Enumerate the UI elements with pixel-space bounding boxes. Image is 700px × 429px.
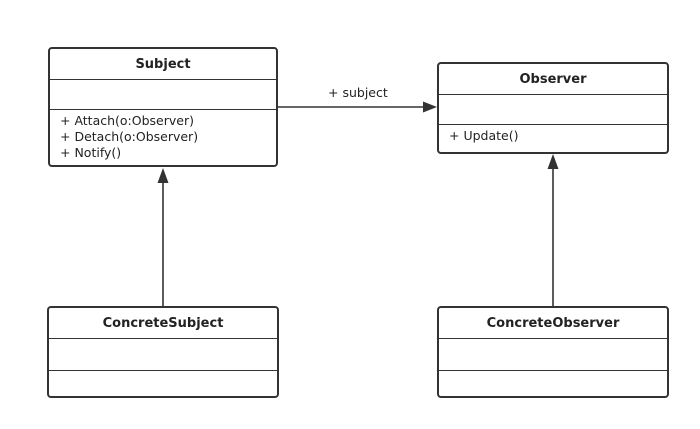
class-concrete-observer[interactable]: ConcreteObserver (437, 306, 669, 398)
inheritance-arrowhead-subject-icon (157, 168, 169, 183)
attributes-compartment (49, 339, 277, 371)
operation-attach: + Attach(o:Observer) (60, 113, 194, 128)
operations-compartment: + Update() (439, 125, 667, 152)
class-subject[interactable]: Subject + Attach(o:Observer) + Detach(o:… (48, 47, 278, 167)
association-arrowhead-icon (423, 101, 437, 113)
class-name: ConcreteSubject (49, 308, 277, 339)
inheritance-arrowhead-observer-icon (547, 154, 559, 169)
operation-notify: + Notify() (60, 145, 122, 160)
association-label: + subject (328, 85, 388, 100)
attributes-compartment (50, 80, 276, 110)
class-name: Observer (439, 64, 667, 95)
class-name: Subject (50, 49, 276, 80)
class-name: ConcreteObserver (439, 308, 667, 339)
operations-compartment (439, 371, 667, 396)
operations-compartment: + Attach(o:Observer) + Detach(o:Observer… (50, 110, 276, 165)
class-concrete-subject[interactable]: ConcreteSubject (47, 306, 279, 398)
attributes-compartment (439, 95, 667, 125)
operation-update: + Update() (449, 128, 519, 143)
operation-detach: + Detach(o:Observer) (60, 129, 199, 144)
class-observer[interactable]: Observer + Update() (437, 62, 669, 154)
operations-compartment (49, 371, 277, 396)
attributes-compartment (439, 339, 667, 371)
